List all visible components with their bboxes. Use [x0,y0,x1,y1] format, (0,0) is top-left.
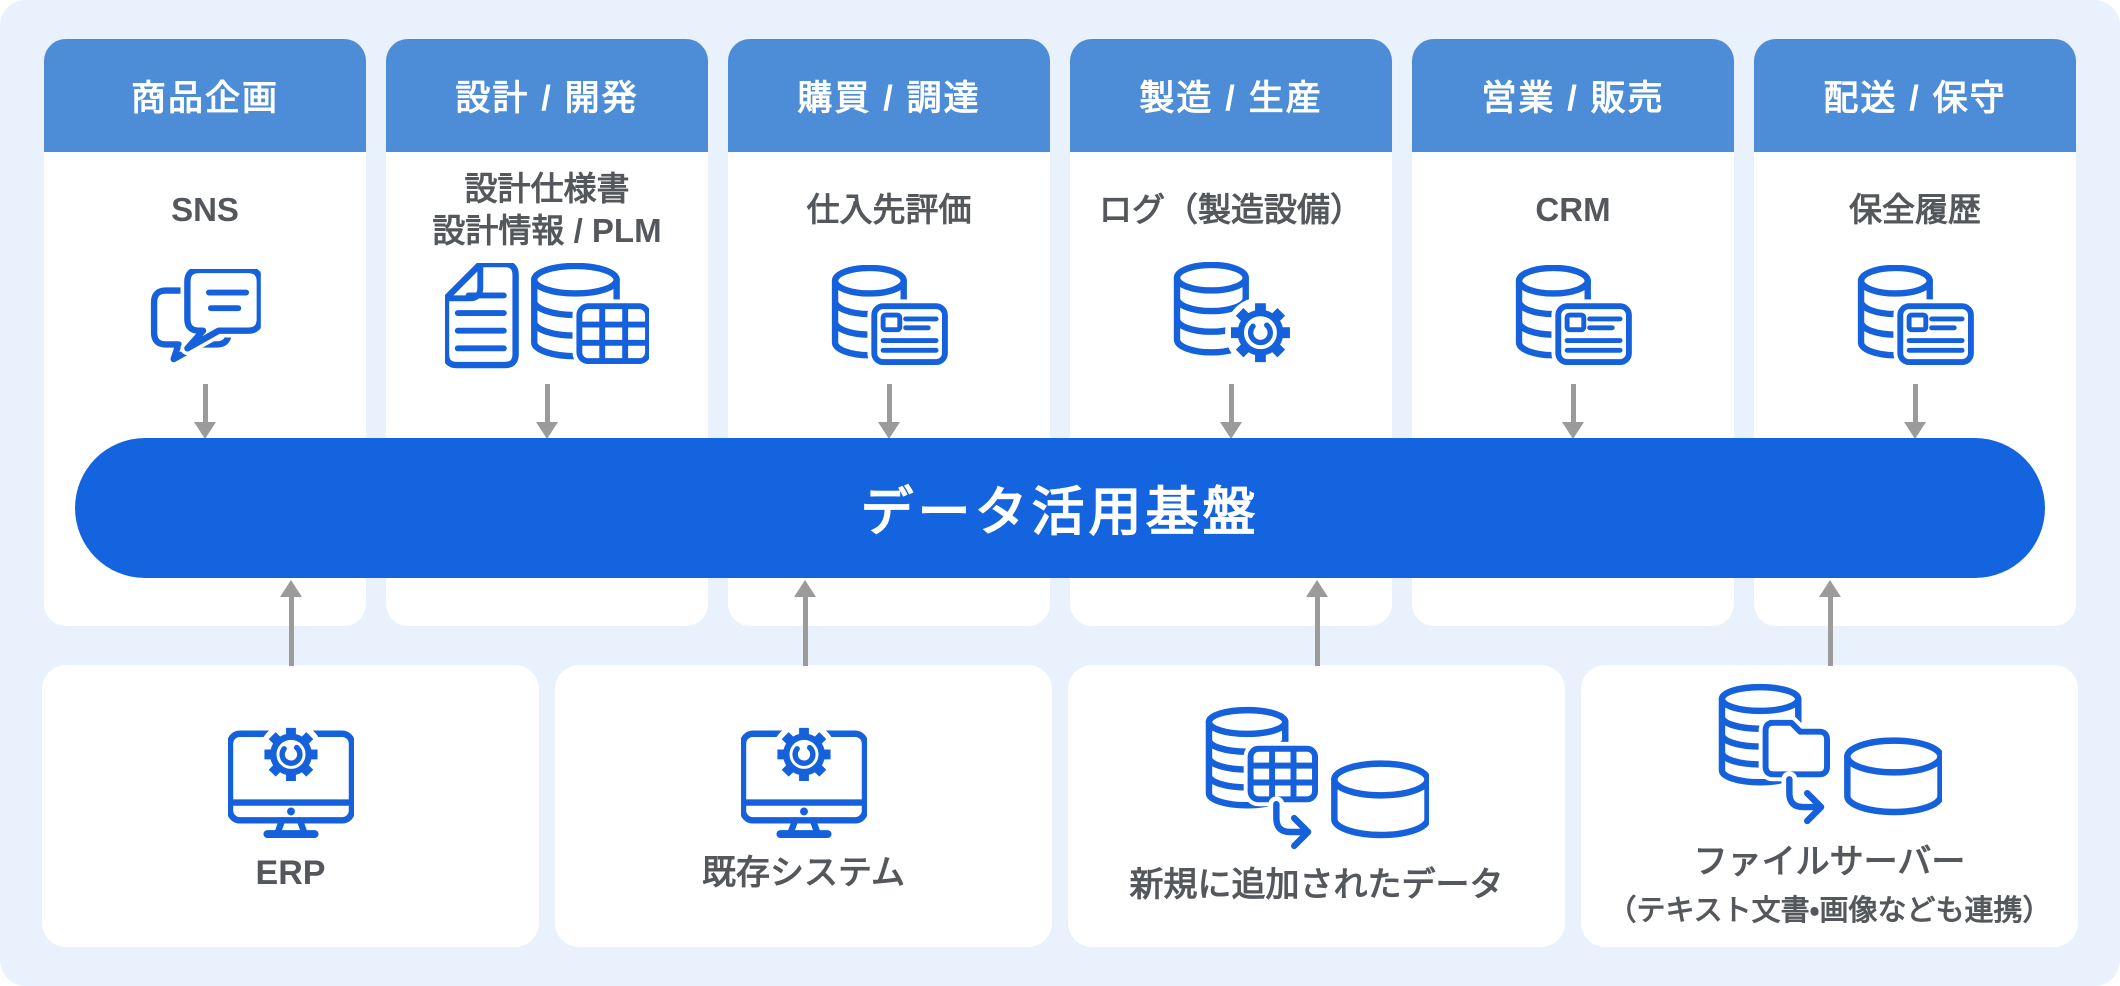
chat-bubbles-icon [149,269,261,363]
label-line: ログ（製造設備） [1099,190,1363,228]
monitor-gear-icon [741,719,867,839]
flow-arrow-up-icon [1306,580,1328,666]
flow-arrow-down-icon [1562,384,1584,439]
data-source-label: 仕入先評価 [807,162,972,258]
flow-arrow-down-icon [878,384,900,439]
flow-arrow-up-icon [794,580,816,666]
process-stage-header: 営業 / 販売 [1412,39,1734,152]
source-card-label: ERP [255,853,326,892]
process-stage-header: 設計 / 開発 [386,39,708,152]
process-stage-header: 製造 / 生産 [1070,39,1392,152]
label-line: 設計仕様書 [464,169,630,207]
database-card-icon [1854,265,1976,367]
process-stage-header: 配送 / 保守 [1754,39,2076,152]
platform-label: データ活用基盤 [860,483,1260,542]
data-source-label: CRM [1535,162,1610,258]
flow-arrow-down-icon [536,384,558,439]
flow-arrow-down-icon [194,384,216,439]
source-card-label: 既存システム [702,853,905,892]
data-source-label: 保全履歴 [1849,162,1981,258]
flow-arrow-up-icon [280,580,302,666]
data-source-label: ログ（製造設備） [1099,162,1363,258]
label-line: CRM [1535,190,1611,228]
source-card-erp: ERP [42,665,539,947]
database-folder-transfer-icon [1718,683,1942,828]
flow-arrow-up-icon [1819,580,1841,666]
data-source-label: 設計仕様書 設計情報 / PLM [432,162,661,258]
source-card-label: ファイルサーバー [1693,843,1966,882]
database-card-icon [828,265,950,367]
source-card-file-server: ファイルサーバー （テキスト文書・画像なども連携） [1581,665,2078,947]
label-line: SNS [171,190,239,228]
source-card-label: 新規に追加されたデータ [1129,866,1504,905]
label-line: 仕入先評価 [806,190,972,228]
database-gear-icon [1170,262,1292,370]
document-database-table-icon [445,263,649,369]
platform-bar: データ活用基盤 [75,438,2045,578]
source-card-new-data: 新規に追加されたデータ [1068,665,1565,947]
source-card-sublabel: （テキスト文書・画像なども連携） [1607,894,2052,927]
database-table-transfer-icon [1205,706,1429,851]
label-line: 保全履歴 [1849,190,1981,228]
database-card-icon [1512,265,1634,367]
source-card-existing-system: 既存システム [555,665,1052,947]
monitor-gear-icon [228,719,354,839]
source-cards: ERP 既存システム 新規に追加されたデータ ファイルサーバー （テキスト文書・… [42,665,2078,947]
flow-arrow-down-icon [1220,384,1242,439]
process-stage-header: 商品企画 [44,39,366,152]
label-line: 設計情報 / PLM [432,212,662,249]
data-source-label: SNS [171,162,239,258]
flow-arrow-down-icon [1904,384,1926,439]
process-stage-header: 購買 / 調達 [728,39,1050,152]
